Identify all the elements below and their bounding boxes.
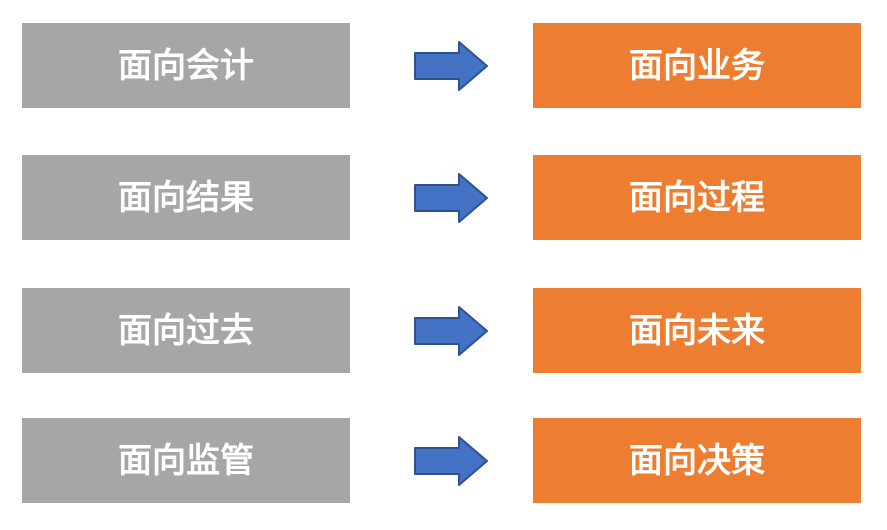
target-box-label: 面向业务 [629, 46, 765, 85]
process-row: 面向过去 面向未来 [0, 288, 887, 373]
target-box: 面向业务 [533, 23, 861, 108]
source-box: 面向过去 [22, 288, 350, 373]
right-arrow-icon [414, 436, 489, 486]
source-box-label: 面向过去 [118, 311, 254, 350]
target-box-label: 面向未来 [629, 311, 765, 350]
right-arrow-icon [414, 306, 489, 356]
target-box: 面向决策 [533, 418, 861, 503]
target-box-label: 面向过程 [629, 178, 765, 217]
process-row: 面向监管 面向决策 [0, 418, 887, 503]
target-box: 面向过程 [533, 155, 861, 240]
process-row: 面向结果 面向过程 [0, 155, 887, 240]
process-row: 面向会计 面向业务 [0, 23, 887, 108]
target-box-label: 面向决策 [629, 441, 765, 480]
source-box-label: 面向监管 [118, 441, 254, 480]
target-box: 面向未来 [533, 288, 861, 373]
source-box: 面向监管 [22, 418, 350, 503]
source-box: 面向结果 [22, 155, 350, 240]
right-arrow-icon [414, 41, 489, 91]
source-box-label: 面向结果 [118, 178, 254, 217]
right-arrow-icon [414, 173, 489, 223]
source-box-label: 面向会计 [118, 46, 254, 85]
source-box: 面向会计 [22, 23, 350, 108]
